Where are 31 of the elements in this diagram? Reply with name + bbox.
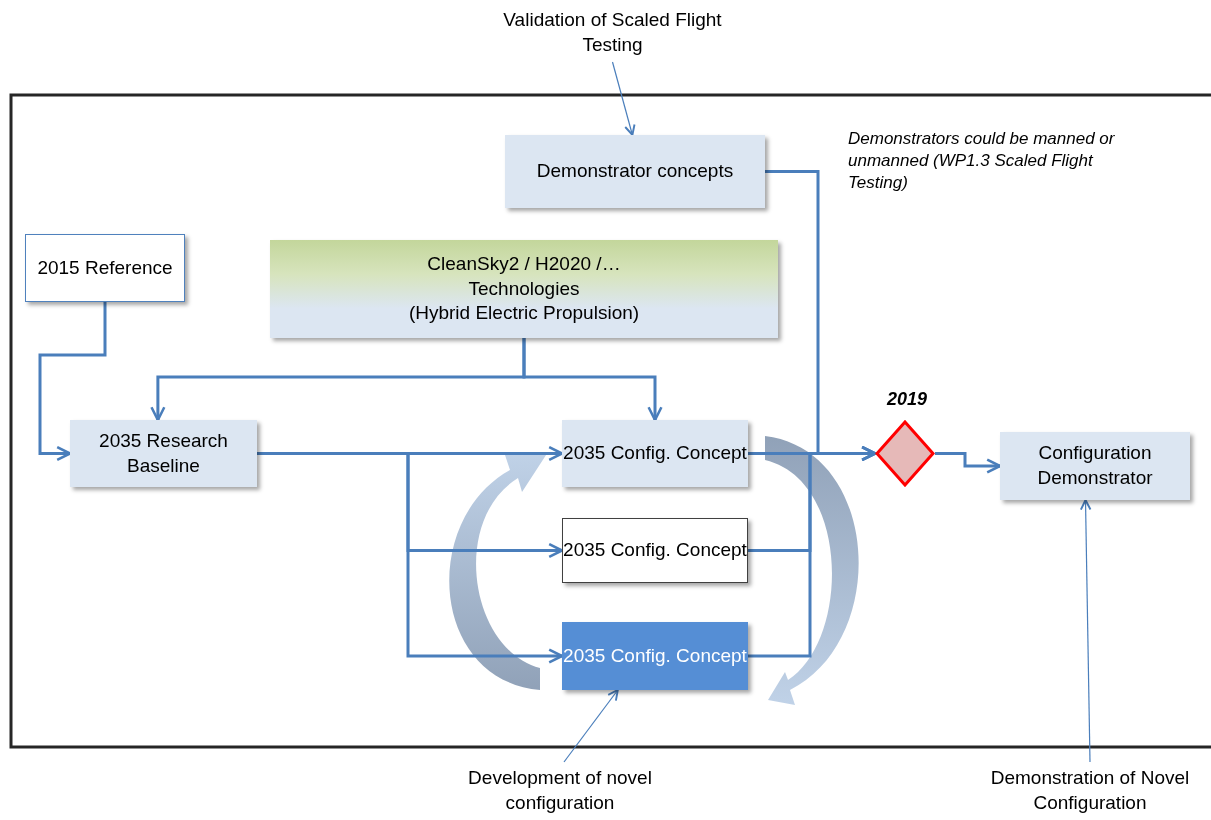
process-box xyxy=(25,234,185,302)
arrow xyxy=(748,445,877,658)
annotation-text: Validation of Scaled Flight Testing xyxy=(502,8,723,57)
arrow xyxy=(257,452,564,664)
process-box xyxy=(1000,432,1190,500)
annotation-text: Demonstration of Novel Configuration xyxy=(989,766,1191,815)
box-label: Configuration Demonstrator xyxy=(1036,441,1154,490)
process-box xyxy=(505,135,765,208)
box-label: CleanSky2 / H2020 /… xyxy=(427,251,621,276)
leader-arrow xyxy=(611,61,636,136)
leader-arrow xyxy=(1079,499,1092,763)
box-label: Demonstrator concepts xyxy=(536,159,734,184)
arrow xyxy=(522,338,663,422)
box-label: (Hybrid Electric Propulsion) xyxy=(408,301,640,326)
annotation-text: Development of novel configuration xyxy=(467,766,653,815)
note-text: Demonstrators could be manned or unmanned (WP1.3 Scaled Flight Testing) xyxy=(848,128,1116,195)
box-label: 2035 Config. Concept xyxy=(563,441,747,466)
box-label: 2015 Reference xyxy=(37,255,173,280)
process-box xyxy=(562,420,748,487)
box-label: 2035 Config. Concept xyxy=(563,538,747,563)
process-box xyxy=(562,622,748,690)
process-box xyxy=(70,420,257,487)
arrow xyxy=(38,302,107,462)
box-label: 2035 Config. Concept xyxy=(563,643,747,668)
arrow xyxy=(935,452,1002,474)
leader-arrow xyxy=(563,689,619,763)
process-box xyxy=(270,240,778,338)
milestone-year: 2019 xyxy=(887,388,928,411)
box-label: 2035 Research Baseline xyxy=(98,428,229,478)
box-label: Technologies xyxy=(468,276,580,301)
process-box xyxy=(562,518,748,583)
